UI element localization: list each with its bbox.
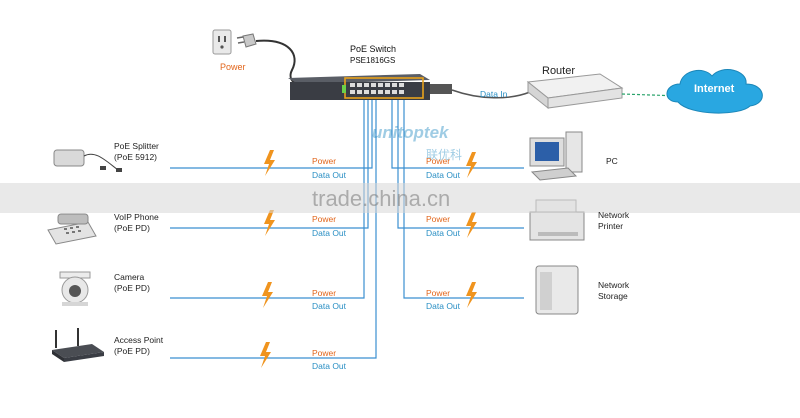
lightning-icon: [260, 342, 271, 368]
left-power-label: Power: [312, 288, 337, 298]
left-data-label: Data Out: [312, 170, 347, 180]
switch-name: PoE Switch: [350, 44, 397, 54]
right-device-name: Network: [598, 210, 630, 220]
brand-chinese: 联优科: [426, 148, 463, 162]
left-power-label: Power: [312, 214, 337, 224]
right-power-label: Power: [426, 156, 451, 166]
watermark-band: [0, 183, 800, 213]
camera-icon: [59, 271, 91, 306]
right-device-sub: Printer: [598, 221, 624, 231]
lightning-icon: [466, 282, 477, 308]
power-outlet-icon: [212, 29, 232, 55]
right-power-label: Power: [426, 214, 451, 224]
right-data-label: Data Out: [426, 170, 461, 180]
left-data-label: Data Out: [312, 301, 347, 311]
lightning-icon: [466, 212, 477, 238]
access-point-icon: [52, 328, 104, 362]
left-device-name: Access Point: [114, 335, 164, 345]
internet-cloud-icon: [666, 69, 763, 114]
internet-label: Internet: [694, 83, 735, 95]
lightning-icon: [262, 282, 273, 308]
right-power-label: Power: [426, 288, 451, 298]
right-data-label: Data Out: [426, 301, 461, 311]
router-icon: [526, 73, 624, 110]
left-device-sub: (PoE PD): [114, 346, 150, 356]
router-label: Router: [542, 65, 576, 77]
left-data-label: Data Out: [312, 228, 347, 238]
power-bolt-group: [260, 150, 477, 368]
lightning-icon: [264, 210, 275, 236]
switch-model: PSE1816GS: [350, 56, 396, 65]
left-power-label: Power: [312, 156, 337, 166]
network-storage-icon: [535, 265, 579, 315]
poe-switch-icon: [288, 74, 452, 100]
voip-phone-icon: [47, 213, 97, 245]
power-source-label: Power: [220, 62, 246, 72]
right-data-label: Data Out: [426, 228, 461, 238]
lightning-icon: [466, 152, 477, 178]
left-device-sub: (PoE PD): [114, 283, 150, 293]
right-device-sub: Storage: [598, 291, 628, 301]
brand-name: unitoptek: [372, 123, 449, 142]
left-device-name: Camera: [114, 272, 145, 282]
left-device-sub: (PoE 5912): [114, 152, 157, 162]
router-link-label: Data In: [480, 89, 508, 99]
lightning-icon: [264, 150, 275, 176]
left-power-label: Power: [312, 348, 337, 358]
watermark-text: trade.china.cn: [312, 186, 451, 211]
left-device-sub: (PoE PD): [114, 223, 150, 233]
pc-icon: [529, 131, 583, 181]
poe-splitter-icon: [53, 149, 122, 172]
right-device-name: Network: [598, 280, 630, 290]
right-device-name: PC: [606, 156, 618, 166]
left-device-name: PoE Splitter: [114, 141, 159, 151]
power-plug-icon: [236, 33, 311, 87]
left-device-name: VoIP Phone: [114, 212, 159, 222]
left-data-label: Data Out: [312, 361, 347, 371]
